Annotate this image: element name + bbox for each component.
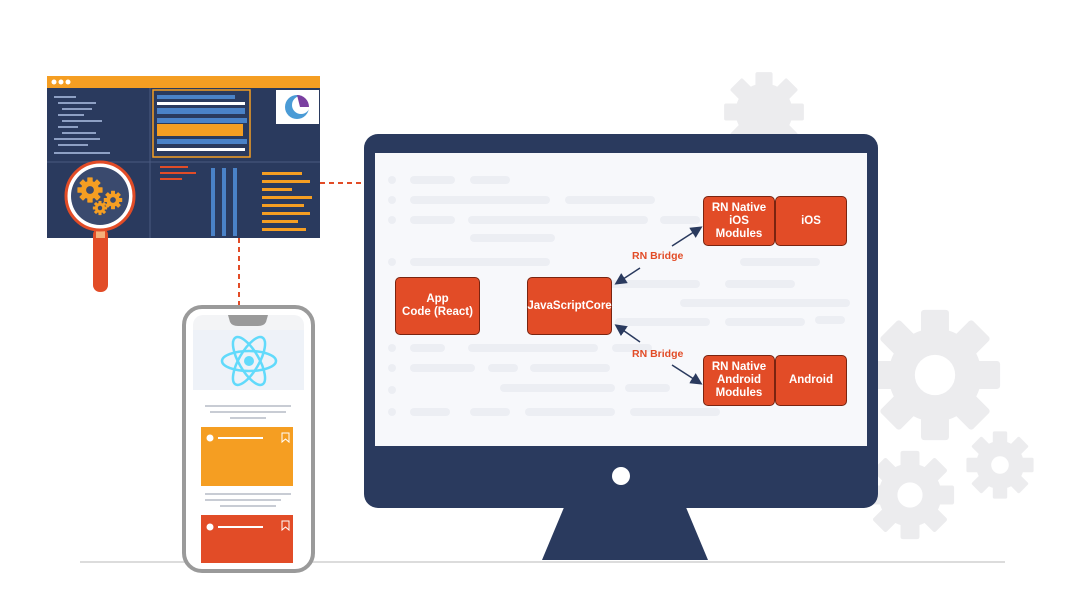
arrow-to-ios-modules	[671, 226, 703, 247]
browser-window	[47, 76, 320, 238]
power-button	[612, 467, 630, 485]
arrow-to-javascriptcore	[614, 324, 641, 343]
gear-icon	[966, 431, 1034, 499]
browser-title-bar	[47, 76, 320, 88]
edge-label-rn-bridge: RN Bridge	[632, 348, 684, 360]
edge-label-rn-bridge: RN Bridge	[632, 250, 684, 262]
gear-icon	[869, 309, 1001, 441]
node-rn-native-android-modules: RN Native Android Modules	[703, 355, 775, 406]
node-rn-native-ios-modules: RN Native iOS Modules	[703, 196, 775, 246]
arrow-to-android-modules	[671, 364, 703, 385]
bookmark-icon	[281, 432, 290, 444]
phone-card	[201, 427, 293, 486]
node-ios: iOS	[775, 196, 847, 246]
react-logo-icon	[220, 335, 278, 387]
magnifier-icon	[64, 160, 136, 292]
arrow-to-javascriptcore	[614, 267, 641, 285]
screen-placeholder-lines	[388, 176, 850, 416]
monitor-stand	[542, 505, 708, 560]
gear-icon	[865, 450, 955, 540]
gear-icon	[77, 177, 123, 216]
phone	[182, 305, 315, 573]
node-app-code: App Code (React)	[395, 277, 480, 335]
bookmark-icon	[281, 520, 290, 532]
node-android: Android	[775, 355, 847, 406]
phone-card	[201, 515, 293, 563]
node-javascriptcore: JavaScriptCore	[527, 277, 612, 335]
phone-notch	[228, 315, 268, 326]
